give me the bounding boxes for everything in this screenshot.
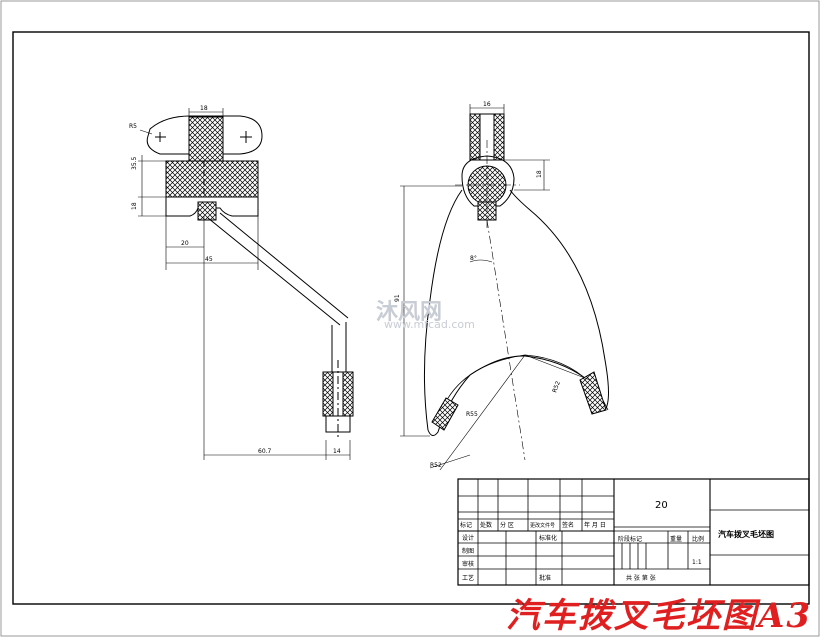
right-view-dim-labels: 16 18 8° 91 R52 R55 R52: [394, 101, 562, 469]
label-scale: 比例: [692, 535, 704, 543]
left-top-boss: [146, 115, 263, 155]
dim-right-r-bottom: R52: [430, 462, 442, 469]
label-stage: 阶段标记: [618, 535, 642, 543]
inner-frame: [12, 31, 810, 605]
dim-left-r: R5: [129, 123, 137, 130]
dim-left-45: 45: [205, 256, 213, 263]
right-right-pad: [579, 371, 607, 415]
dim-left-20: 20: [181, 240, 189, 247]
dim-left-60-7: 60.7: [258, 448, 272, 455]
label-standardize: 标准化: [539, 534, 557, 542]
dim-left-top-width: 18: [200, 105, 208, 112]
sheet-title: 汽车拨叉毛坯图A3: [505, 596, 812, 636]
title-block: [457, 478, 810, 586]
part-name: 汽车拨叉毛坯图: [718, 529, 774, 539]
dim-left-upper: 35.5: [131, 156, 138, 170]
label-drafter: 制图: [462, 547, 474, 555]
scale-value: 1:1: [692, 559, 702, 566]
dim-right-angle: 8°: [470, 255, 477, 262]
part-number: 20: [655, 500, 668, 511]
label-zone: 分 区: [500, 521, 514, 529]
label-sheets: 共 张 第 张: [626, 574, 656, 582]
dim-right-height: 18: [536, 170, 543, 178]
dim-right-top-width: 16: [483, 101, 491, 108]
label-count: 处数: [480, 521, 492, 529]
left-view-dim-labels: 18 35.5 18 R5 20 45 60.7 14: [129, 105, 341, 455]
label-sign: 签名: [562, 521, 574, 529]
label-date: 年 月 日: [584, 521, 606, 529]
label-designer: 设计: [462, 534, 474, 542]
right-left-pad: [431, 397, 459, 431]
label-process: 工艺: [462, 574, 474, 582]
right-view: [400, 104, 609, 471]
left-view: [138, 108, 354, 460]
watermark-brand: 沐风网: [376, 300, 443, 325]
label-weight: 重量: [670, 535, 682, 543]
dim-left-14: 14: [333, 448, 341, 455]
label-checker: 审核: [462, 560, 474, 568]
left-small-hole-section: [197, 201, 217, 221]
left-neck-section: [188, 116, 224, 162]
title-block-text: 20 汽车拨叉毛坯图 标记 处数 分 区 更改文件号 签名 年 月 日 设计 制…: [460, 500, 774, 582]
right-hub: [461, 155, 515, 207]
dim-right-r-left: R55: [466, 411, 478, 418]
right-fork-body: [423, 189, 609, 436]
label-mark: 标记: [460, 521, 472, 529]
left-body-section: [165, 160, 259, 198]
dim-right-arc-radius: R52: [551, 380, 562, 394]
watermark-url: www.mfcad.com: [384, 318, 475, 331]
label-doc: 更改文件号: [530, 522, 555, 529]
label-approve: 批准: [539, 574, 551, 582]
dim-right-total-height: 91: [394, 294, 401, 302]
dim-left-lower: 18: [131, 202, 138, 210]
